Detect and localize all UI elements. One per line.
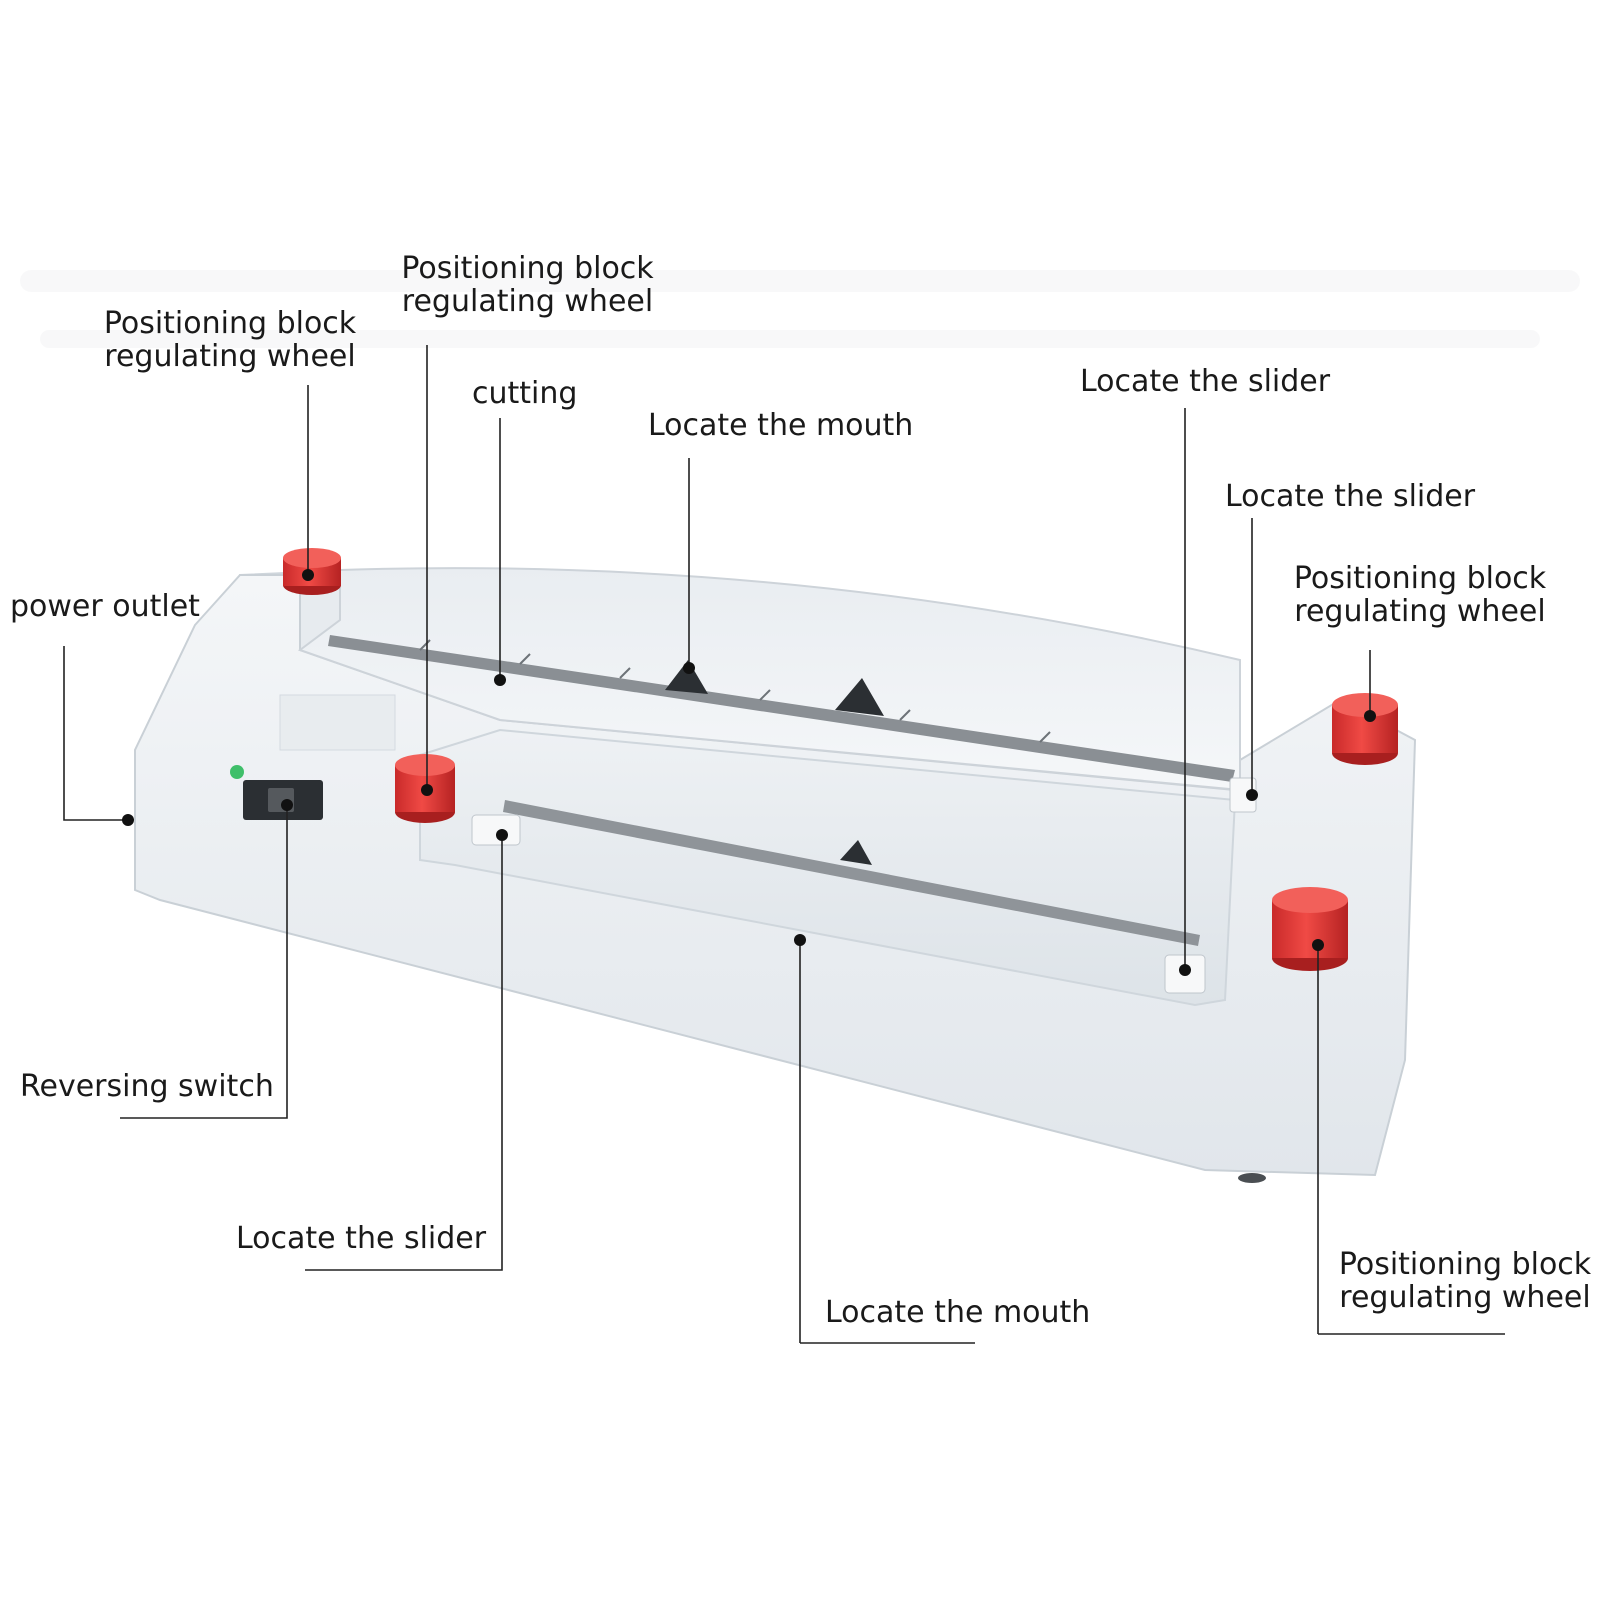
label-line: regulating wheel (1294, 594, 1546, 629)
lower-mouth-guide (840, 840, 872, 865)
label-line: Positioning block (401, 251, 654, 286)
knob-top-right (1332, 693, 1398, 765)
label-line: Positioning block (1338, 1247, 1592, 1282)
label-cutting: cutting (472, 376, 578, 411)
label-line: regulating wheel (104, 339, 356, 374)
label-wheel-right: Positioning block regulating wheel (1285, 562, 1555, 628)
knob-bottom-right (1272, 887, 1348, 971)
machine-foot (1238, 1173, 1266, 1183)
label-wheel-bottom-right: Positioning block regulating wheel (1330, 1248, 1600, 1314)
upper-mouth-guide-1 (665, 660, 708, 694)
label-mouth-top: Locate the mouth (648, 408, 914, 443)
reversing-switch-housing (243, 780, 323, 820)
upper-feed-rail (328, 635, 1235, 782)
upper-mouth-guide-2 (835, 678, 884, 716)
lower-feed-rail (503, 800, 1200, 946)
label-mouth-bottom: Locate the mouth (825, 1295, 1091, 1330)
leader-dots (122, 569, 1376, 976)
label-slider-top-2: Locate the slider (1225, 479, 1476, 514)
label-line: Positioning block (1293, 561, 1547, 596)
background-haze (20, 270, 1580, 348)
power-indicator-light (230, 765, 244, 779)
leader-power-outlet (63, 646, 128, 821)
leader-mouth-bottom (799, 940, 975, 1344)
label-plate (279, 694, 396, 751)
cutting-machine (134, 567, 1417, 1183)
upper-rail-teeth (419, 639, 1051, 743)
back-panel (297, 567, 1241, 792)
leader-reversing-switch (120, 805, 288, 1119)
label-line: Positioning block (103, 306, 357, 341)
lower-left-slider (471, 814, 521, 846)
label-line: regulating wheel (1339, 1280, 1591, 1315)
leader-lines (63, 345, 1505, 1344)
label-slider-top-1: Locate the slider (1080, 364, 1331, 399)
leader-slider-bottom (305, 835, 503, 1271)
label-power-outlet: power outlet (10, 589, 200, 624)
label-line: regulating wheel (401, 284, 654, 319)
label-reversing-switch: Reversing switch (20, 1069, 274, 1104)
label-wheel-top-center: Positioning block regulating wheel (390, 252, 665, 318)
leader-wheel-bottom-right (1317, 945, 1505, 1335)
label-slider-bottom: Locate the slider (236, 1221, 487, 1256)
label-wheel-top-left: Positioning block regulating wheel (95, 307, 365, 373)
